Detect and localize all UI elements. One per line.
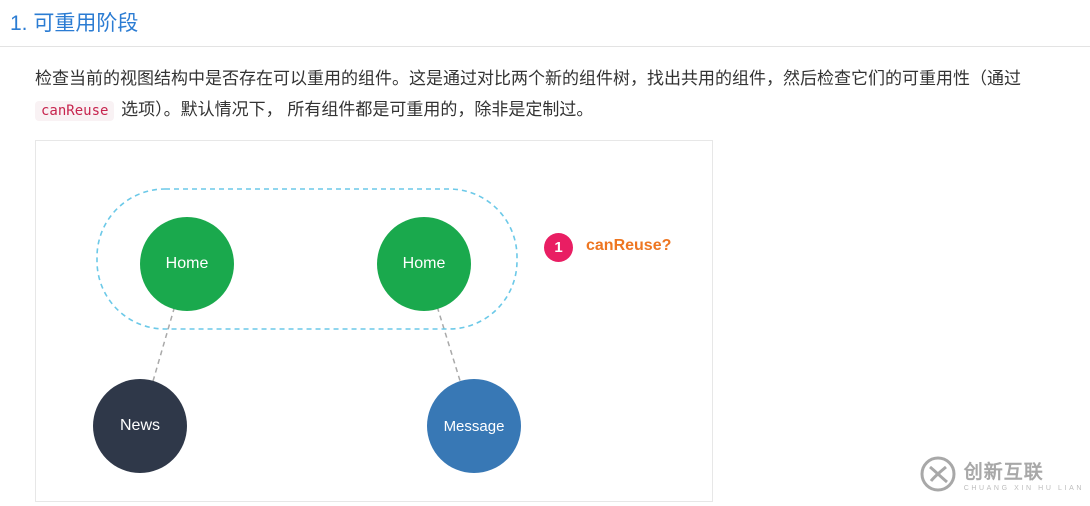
canreuse-code: canReuse	[35, 101, 115, 121]
paragraph-part1: 检查当前的视图结构中是否存在可以重用的组件。这是通过对比两个新的组件树，找出共用…	[35, 69, 1021, 88]
watermark-name: 创新互联	[963, 461, 1044, 483]
node-news: News	[93, 379, 187, 473]
node-home-left-label: Home	[165, 255, 209, 272]
watermark-logo-icon	[919, 455, 957, 498]
diagram-panel: Home Home News Message 1 canReuse?	[35, 140, 713, 502]
intro-paragraph: 检查当前的视图结构中是否存在可以重用的组件。这是通过对比两个新的组件树，找出共用…	[35, 63, 1055, 127]
title-divider	[0, 46, 1090, 47]
watermark: 创新互联 CHUANG XIN HU LIAN	[919, 455, 1084, 498]
node-home-right-label: Home	[402, 255, 446, 272]
page-title: 1. 可重用阶段	[10, 12, 139, 35]
paragraph-part2: 选项）。默认情况下， 所有组件都是可重用的，除非是定制过。	[116, 100, 594, 119]
reuse-group-outline	[96, 188, 518, 330]
node-message: Message	[427, 379, 521, 473]
canreuse-annotation: canReuse?	[586, 237, 672, 254]
node-news-label: News	[119, 417, 160, 434]
watermark-text: 创新互联 CHUANG XIN HU LIAN	[964, 462, 1084, 492]
node-message-label: Message	[443, 417, 505, 435]
step-1-badge: 1	[544, 233, 573, 262]
watermark-subtitle: CHUANG XIN HU LIAN	[963, 484, 1084, 492]
node-home-right: Home	[377, 217, 471, 311]
node-home-left: Home	[140, 217, 234, 311]
